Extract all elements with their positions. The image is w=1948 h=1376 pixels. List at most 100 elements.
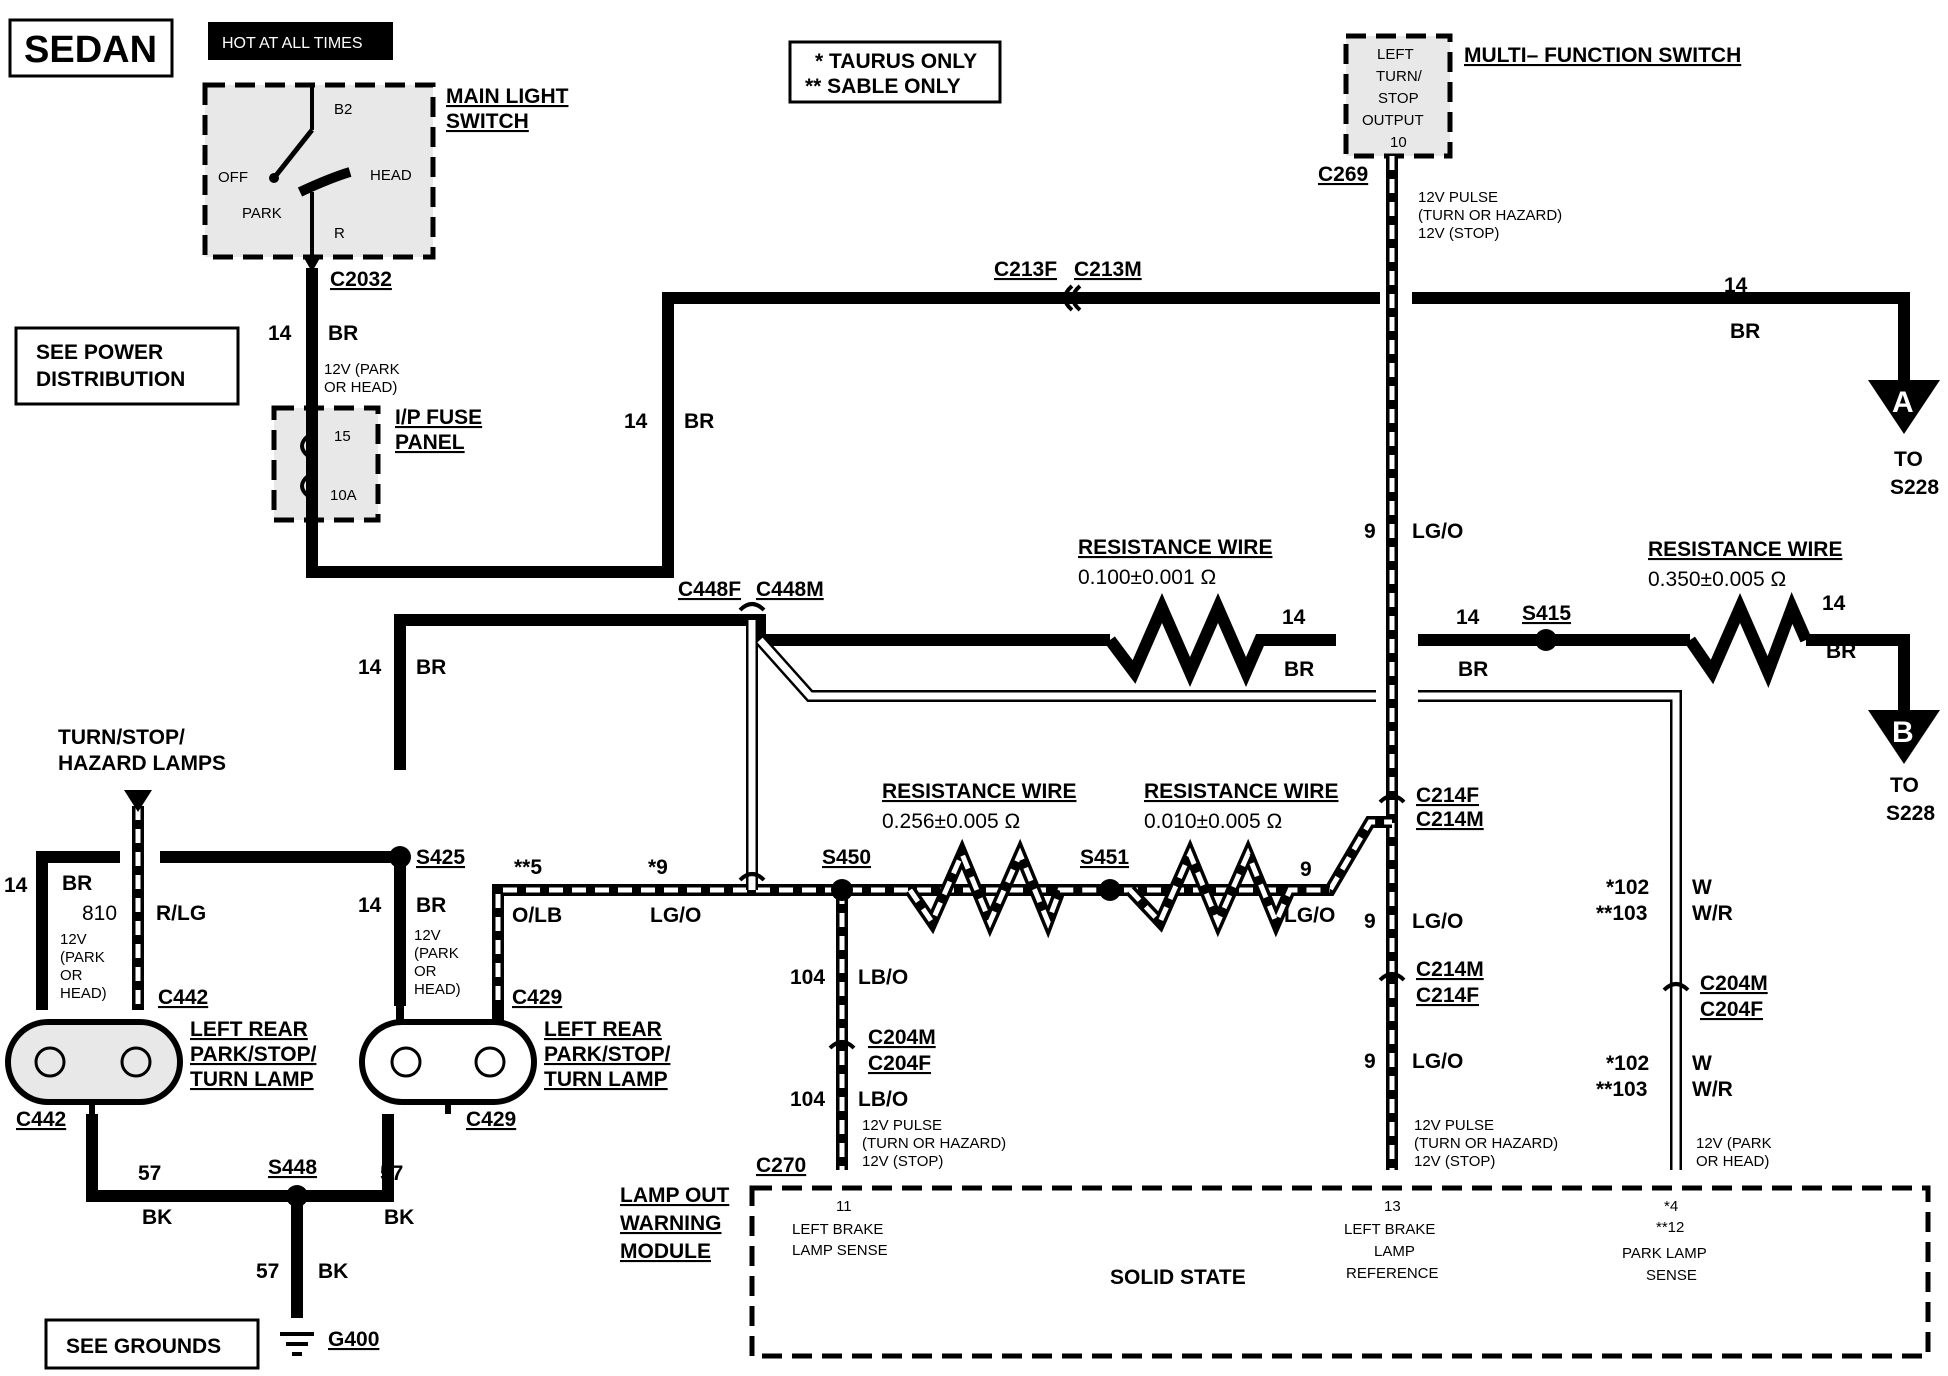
svg-text:HAZARD LAMPS: HAZARD LAMPS — [58, 752, 226, 775]
svg-text:* TAURUS ONLY: * TAURUS ONLY — [815, 50, 977, 73]
svg-text:**103: **103 — [1596, 902, 1647, 925]
svg-text:12V PULSE: 12V PULSE — [862, 1117, 942, 1134]
svg-text:C204F: C204F — [868, 1052, 931, 1075]
svg-text:12V (PARK: 12V (PARK — [1696, 1135, 1772, 1152]
ip-fuse-panel: 15 10A I/P FUSE PANEL — [271, 405, 482, 523]
svg-text:0.256±0.005 Ω: 0.256±0.005 Ω — [882, 810, 1020, 833]
svg-text:C442: C442 — [16, 1108, 66, 1131]
svg-text:**5: **5 — [514, 856, 542, 879]
svg-text:10A: 10A — [330, 487, 357, 504]
svg-text:HEAD): HEAD) — [414, 981, 461, 998]
svg-text:LAMP SENSE: LAMP SENSE — [792, 1242, 888, 1259]
svg-text:OR HEAD): OR HEAD) — [1696, 1153, 1769, 1170]
svg-text:PARK/STOP/: PARK/STOP/ — [544, 1043, 671, 1066]
svg-text:PARK LAMP: PARK LAMP — [1622, 1245, 1707, 1262]
svg-text:10: 10 — [1390, 134, 1407, 151]
svg-text:O/LB: O/LB — [512, 904, 562, 927]
svg-text:9: 9 — [1364, 910, 1376, 933]
svg-text:LB/O: LB/O — [858, 966, 908, 989]
lamp-feed-wires — [396, 1000, 504, 1022]
svg-text:PARK: PARK — [242, 205, 282, 222]
svg-text:SEDAN: SEDAN — [24, 29, 157, 71]
svg-text:15: 15 — [334, 428, 351, 445]
svg-text:(PARK: (PARK — [60, 949, 105, 966]
svg-text:REFERENCE: REFERENCE — [1346, 1265, 1439, 1282]
svg-text:BR: BR — [1730, 320, 1760, 343]
svg-text:MODULE: MODULE — [620, 1240, 711, 1263]
svg-text:C213F: C213F — [994, 258, 1057, 281]
svg-text:SEE POWER: SEE POWER — [36, 341, 163, 364]
svg-text:S450: S450 — [822, 846, 871, 869]
svg-text:13: 13 — [1384, 1198, 1401, 1215]
svg-text:C448F: C448F — [678, 578, 741, 601]
svg-text:*102: *102 — [1606, 1052, 1649, 1075]
svg-text:OR: OR — [414, 963, 437, 980]
model-legend: * TAURUS ONLY ** SABLE ONLY — [788, 40, 1002, 104]
svg-text:PANEL: PANEL — [395, 431, 465, 454]
svg-text:C214F: C214F — [1416, 984, 1479, 1007]
svg-text:LEFT REAR: LEFT REAR — [190, 1018, 308, 1041]
svg-text:BR: BR — [328, 322, 358, 345]
svg-text:BK: BK — [384, 1206, 414, 1229]
connector-symbols — [304, 258, 1690, 1050]
svg-text:14: 14 — [1282, 606, 1306, 629]
svg-text:12V: 12V — [414, 927, 441, 944]
svg-text:S228: S228 — [1886, 802, 1935, 825]
svg-text:(TURN OR HAZARD): (TURN OR HAZARD) — [862, 1135, 1006, 1152]
svg-text:57: 57 — [138, 1162, 161, 1185]
svg-text:BR: BR — [62, 872, 92, 895]
svg-text:C270: C270 — [756, 1154, 806, 1177]
svg-text:S448: S448 — [268, 1156, 317, 1179]
svg-text:14: 14 — [1456, 606, 1480, 629]
svg-text:BR: BR — [684, 410, 714, 433]
svg-text:*102: *102 — [1606, 876, 1649, 899]
svg-text:14: 14 — [4, 874, 28, 897]
svg-text:OR HEAD): OR HEAD) — [324, 379, 397, 396]
svg-text:TURN LAMP: TURN LAMP — [544, 1068, 668, 1091]
svg-text:12V (PARK: 12V (PARK — [324, 361, 400, 378]
svg-text:**103: **103 — [1596, 1078, 1647, 1101]
svg-text:LAMP OUT: LAMP OUT — [620, 1184, 729, 1207]
svg-text:LEFT: LEFT — [1377, 46, 1414, 63]
svg-text:HEAD: HEAD — [370, 167, 412, 184]
svg-text:12V (STOP): 12V (STOP) — [1418, 225, 1499, 242]
svg-text:(PARK: (PARK — [414, 945, 459, 962]
svg-text:C204M: C204M — [1700, 972, 1768, 995]
svg-text:HEAD): HEAD) — [60, 985, 107, 1002]
svg-text:14: 14 — [358, 656, 382, 679]
svg-text:C442: C442 — [158, 986, 208, 1009]
svg-text:MAIN LIGHT: MAIN LIGHT — [446, 85, 569, 108]
main-light-switch: B2 OFF HEAD PARK R MAIN LIGHT SWITCH C20… — [202, 82, 569, 291]
svg-text:A: A — [1892, 386, 1914, 419]
svg-text:810: 810 — [82, 902, 117, 925]
svg-text:LG/O: LG/O — [650, 904, 701, 927]
svg-text:TO: TO — [1890, 774, 1919, 797]
svg-text:R: R — [334, 225, 345, 242]
svg-text:RESISTANCE WIRE: RESISTANCE WIRE — [1144, 780, 1338, 803]
svg-text:SEE GROUNDS: SEE GROUNDS — [66, 1335, 221, 1358]
svg-text:SOLID STATE: SOLID STATE — [1110, 1266, 1246, 1289]
splice-dots — [286, 629, 1557, 1207]
terminal-a-arrow: A — [1868, 380, 1940, 434]
svg-text:9: 9 — [1300, 858, 1312, 881]
left-rear-lamp-2 — [359, 1019, 537, 1114]
svg-text:12V (STOP): 12V (STOP) — [1414, 1153, 1495, 1170]
svg-text:C214M: C214M — [1416, 808, 1484, 831]
svg-text:OFF: OFF — [218, 169, 248, 186]
svg-text:12V (STOP): 12V (STOP) — [862, 1153, 943, 1170]
svg-text:** SABLE ONLY: ** SABLE ONLY — [805, 75, 961, 98]
br-wires — [36, 268, 1910, 1318]
svg-text:LEFT BRAKE: LEFT BRAKE — [1344, 1221, 1435, 1238]
svg-text:TO: TO — [1894, 448, 1923, 471]
svg-text:9: 9 — [1364, 520, 1376, 543]
svg-text:HOT AT ALL TIMES: HOT AT ALL TIMES — [222, 35, 363, 52]
svg-text:S425: S425 — [416, 846, 465, 869]
svg-text:I/P FUSE: I/P FUSE — [395, 406, 482, 429]
svg-text:9: 9 — [1364, 1050, 1376, 1073]
svg-text:C448M: C448M — [756, 578, 824, 601]
hot-at-all-times-label: HOT AT ALL TIMES — [208, 22, 393, 60]
svg-text:(TURN OR HAZARD): (TURN OR HAZARD) — [1414, 1135, 1558, 1152]
resistance-wire-3 — [905, 838, 1100, 939]
svg-text:STOP: STOP — [1378, 90, 1419, 107]
svg-text:14: 14 — [1724, 274, 1748, 297]
